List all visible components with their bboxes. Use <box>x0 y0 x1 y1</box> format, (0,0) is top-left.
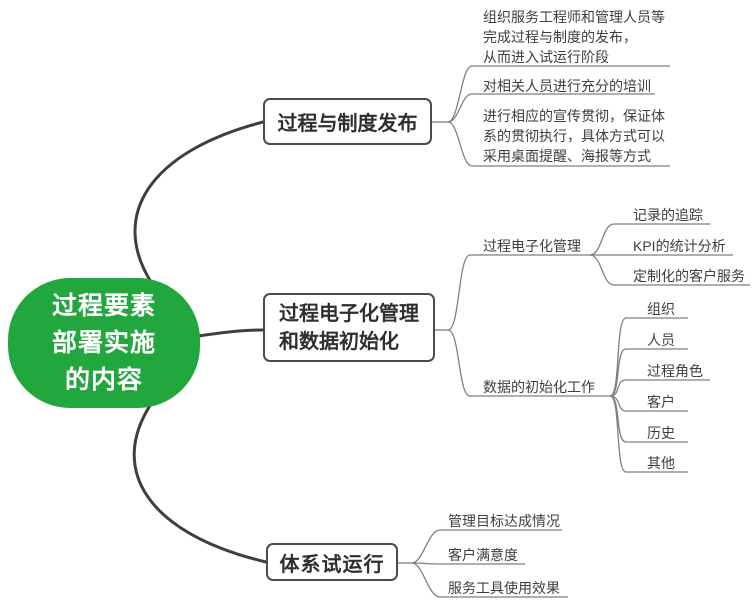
subbranch-data-initialization[interactable]: 数据的初始化工作 <box>483 379 595 395</box>
leaf-history[interactable]: 历史 <box>647 425 675 441</box>
wire-sub2-child3 <box>609 379 710 397</box>
leaf-customer[interactable]: 客户 <box>647 394 675 410</box>
wire-b2-sub1 <box>447 254 590 331</box>
leaf-other[interactable]: 其他 <box>647 455 675 471</box>
wire-b2-sub2 <box>447 329 610 397</box>
leaf-kpi-analysis[interactable]: KPI的统计分析 <box>633 238 726 254</box>
wire-b3-leaf2 <box>411 562 525 565</box>
wire-sub2-child1 <box>609 317 688 397</box>
leaf-publicity[interactable]: 进行相应的宣传贯彻，保证体 系的贯彻执行，具体方式可以 采用桌面提醒、海报等方式 <box>483 108 665 164</box>
wire-b3-leaf3 <box>411 562 568 598</box>
wire-sub2-child2 <box>609 348 688 397</box>
leaf-organization[interactable]: 组织 <box>647 301 675 317</box>
leaf-service-tool-effect[interactable]: 服务工具使用效果 <box>448 580 560 596</box>
leaf-process-role[interactable]: 过程角色 <box>647 363 703 379</box>
leaf-management-goal[interactable]: 管理目标达成情况 <box>448 513 560 529</box>
leaf-personnel[interactable]: 人员 <box>647 332 675 348</box>
leaf-release-description[interactable]: 组织服务工程师和管理人员等 完成过程与制度的发布， 从而进入试运行阶段 <box>483 9 665 65</box>
wire-b1-leaf3 <box>447 121 670 167</box>
leaf-training[interactable]: 对相关人员进行充分的培训 <box>483 78 651 94</box>
wire-sub1-child3 <box>589 254 750 286</box>
wire-b1-leaf1 <box>447 65 670 123</box>
wire-b3-leaf1 <box>411 529 562 564</box>
curve-root-to-branch1 <box>133 120 265 284</box>
wire-b1-leaf2 <box>447 93 655 123</box>
leaf-customized-service[interactable]: 定制化的客户服务 <box>633 268 745 284</box>
wire-sub2-child6 <box>609 395 688 473</box>
wire-sub1-child1 <box>589 223 710 256</box>
branch-process-release[interactable]: 过程与制度发布 <box>263 98 432 145</box>
leaf-customer-satisfaction[interactable]: 客户满意度 <box>448 547 518 563</box>
root-topic[interactable]: 过程要素 部署实施 的内容 <box>8 278 200 408</box>
curve-root-to-branch2 <box>197 328 265 338</box>
leaf-record-tracking[interactable]: 记录的追踪 <box>633 207 703 223</box>
branch-electronic-management[interactable]: 过程电子化管理 和数据初始化 <box>263 293 435 362</box>
subbranch-electronic-process[interactable]: 过程电子化管理 <box>483 238 581 254</box>
branch-trial-run[interactable]: 体系试运行 <box>266 543 398 581</box>
curve-root-to-branch3 <box>132 402 268 564</box>
